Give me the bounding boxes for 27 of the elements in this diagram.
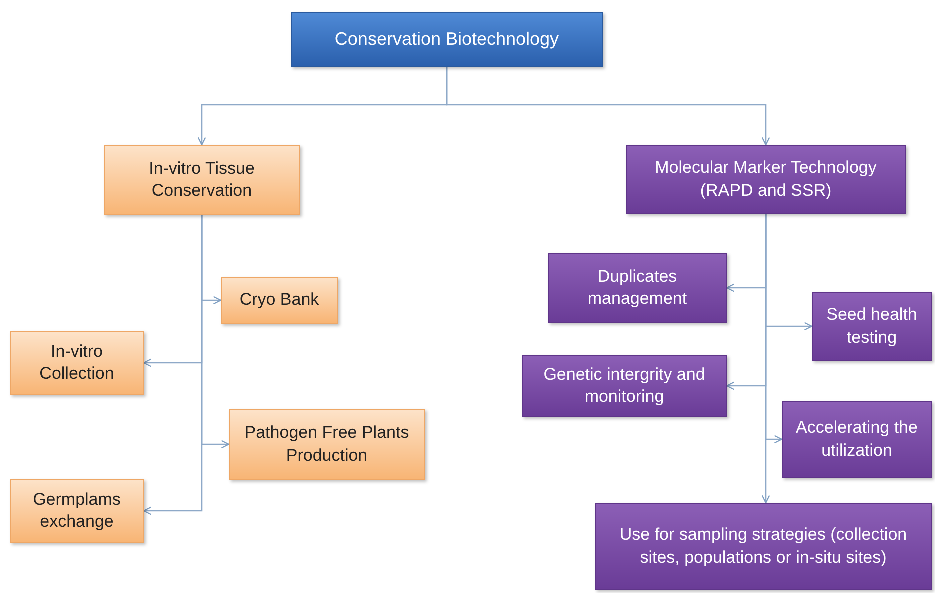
topic-box: [104, 145, 300, 215]
box-label: Germplams exchange: [32, 488, 122, 533]
topic-box: [782, 401, 932, 478]
box-label: Accelerating the utilization: [795, 417, 919, 462]
root-box: [291, 12, 603, 67]
topic-box: [10, 479, 144, 543]
box-label: Use for sampling strategies (collection sites, populations or in-situ sites): [618, 524, 908, 568]
box-label: Pathogen Free Plants Production: [244, 422, 410, 466]
box-label: Seed health testing: [826, 304, 918, 348]
topic-box: [626, 145, 906, 214]
topic-box: [548, 253, 727, 323]
connector-arrow: [762, 214, 770, 504]
box-label: In-vitro Tissue Conservation: [148, 158, 256, 202]
topic-box: [522, 355, 727, 417]
box-label: Molecular Marker Technology (RAPD and SSR): [654, 157, 878, 202]
box-label: Conservation Biotechnology: [334, 28, 560, 51]
box-label: Genetic intergrity and monitoring: [542, 364, 706, 408]
topic-box: [10, 331, 144, 395]
topic-box: [812, 292, 932, 361]
box-label: Cryo Bank: [240, 289, 320, 312]
topic-box: [229, 409, 425, 480]
connector-arrow: [143, 215, 203, 516]
box-label: Duplicates management: [586, 266, 688, 310]
topic-box: [595, 503, 932, 590]
box-label: In-vitro Collection: [38, 340, 116, 385]
connector-arrow: [446, 67, 770, 146]
topic-box: [221, 277, 338, 324]
